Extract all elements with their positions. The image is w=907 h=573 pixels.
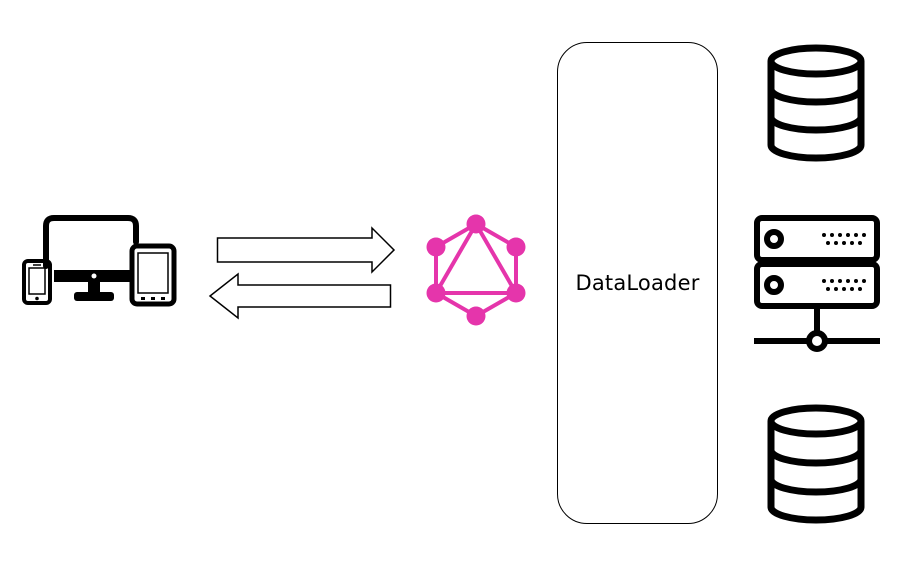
graphql-logo-icon: [422, 212, 530, 328]
devices-icon: [22, 214, 177, 307]
dataloader-box: DataLoader: [557, 42, 718, 524]
arrow-right-icon: [216, 226, 396, 274]
dataloader-label: DataLoader: [575, 271, 700, 295]
server-icon: [752, 214, 882, 356]
database-icon: [766, 404, 866, 524]
arrow-left-icon: [208, 270, 392, 322]
database-icon: [766, 44, 866, 162]
